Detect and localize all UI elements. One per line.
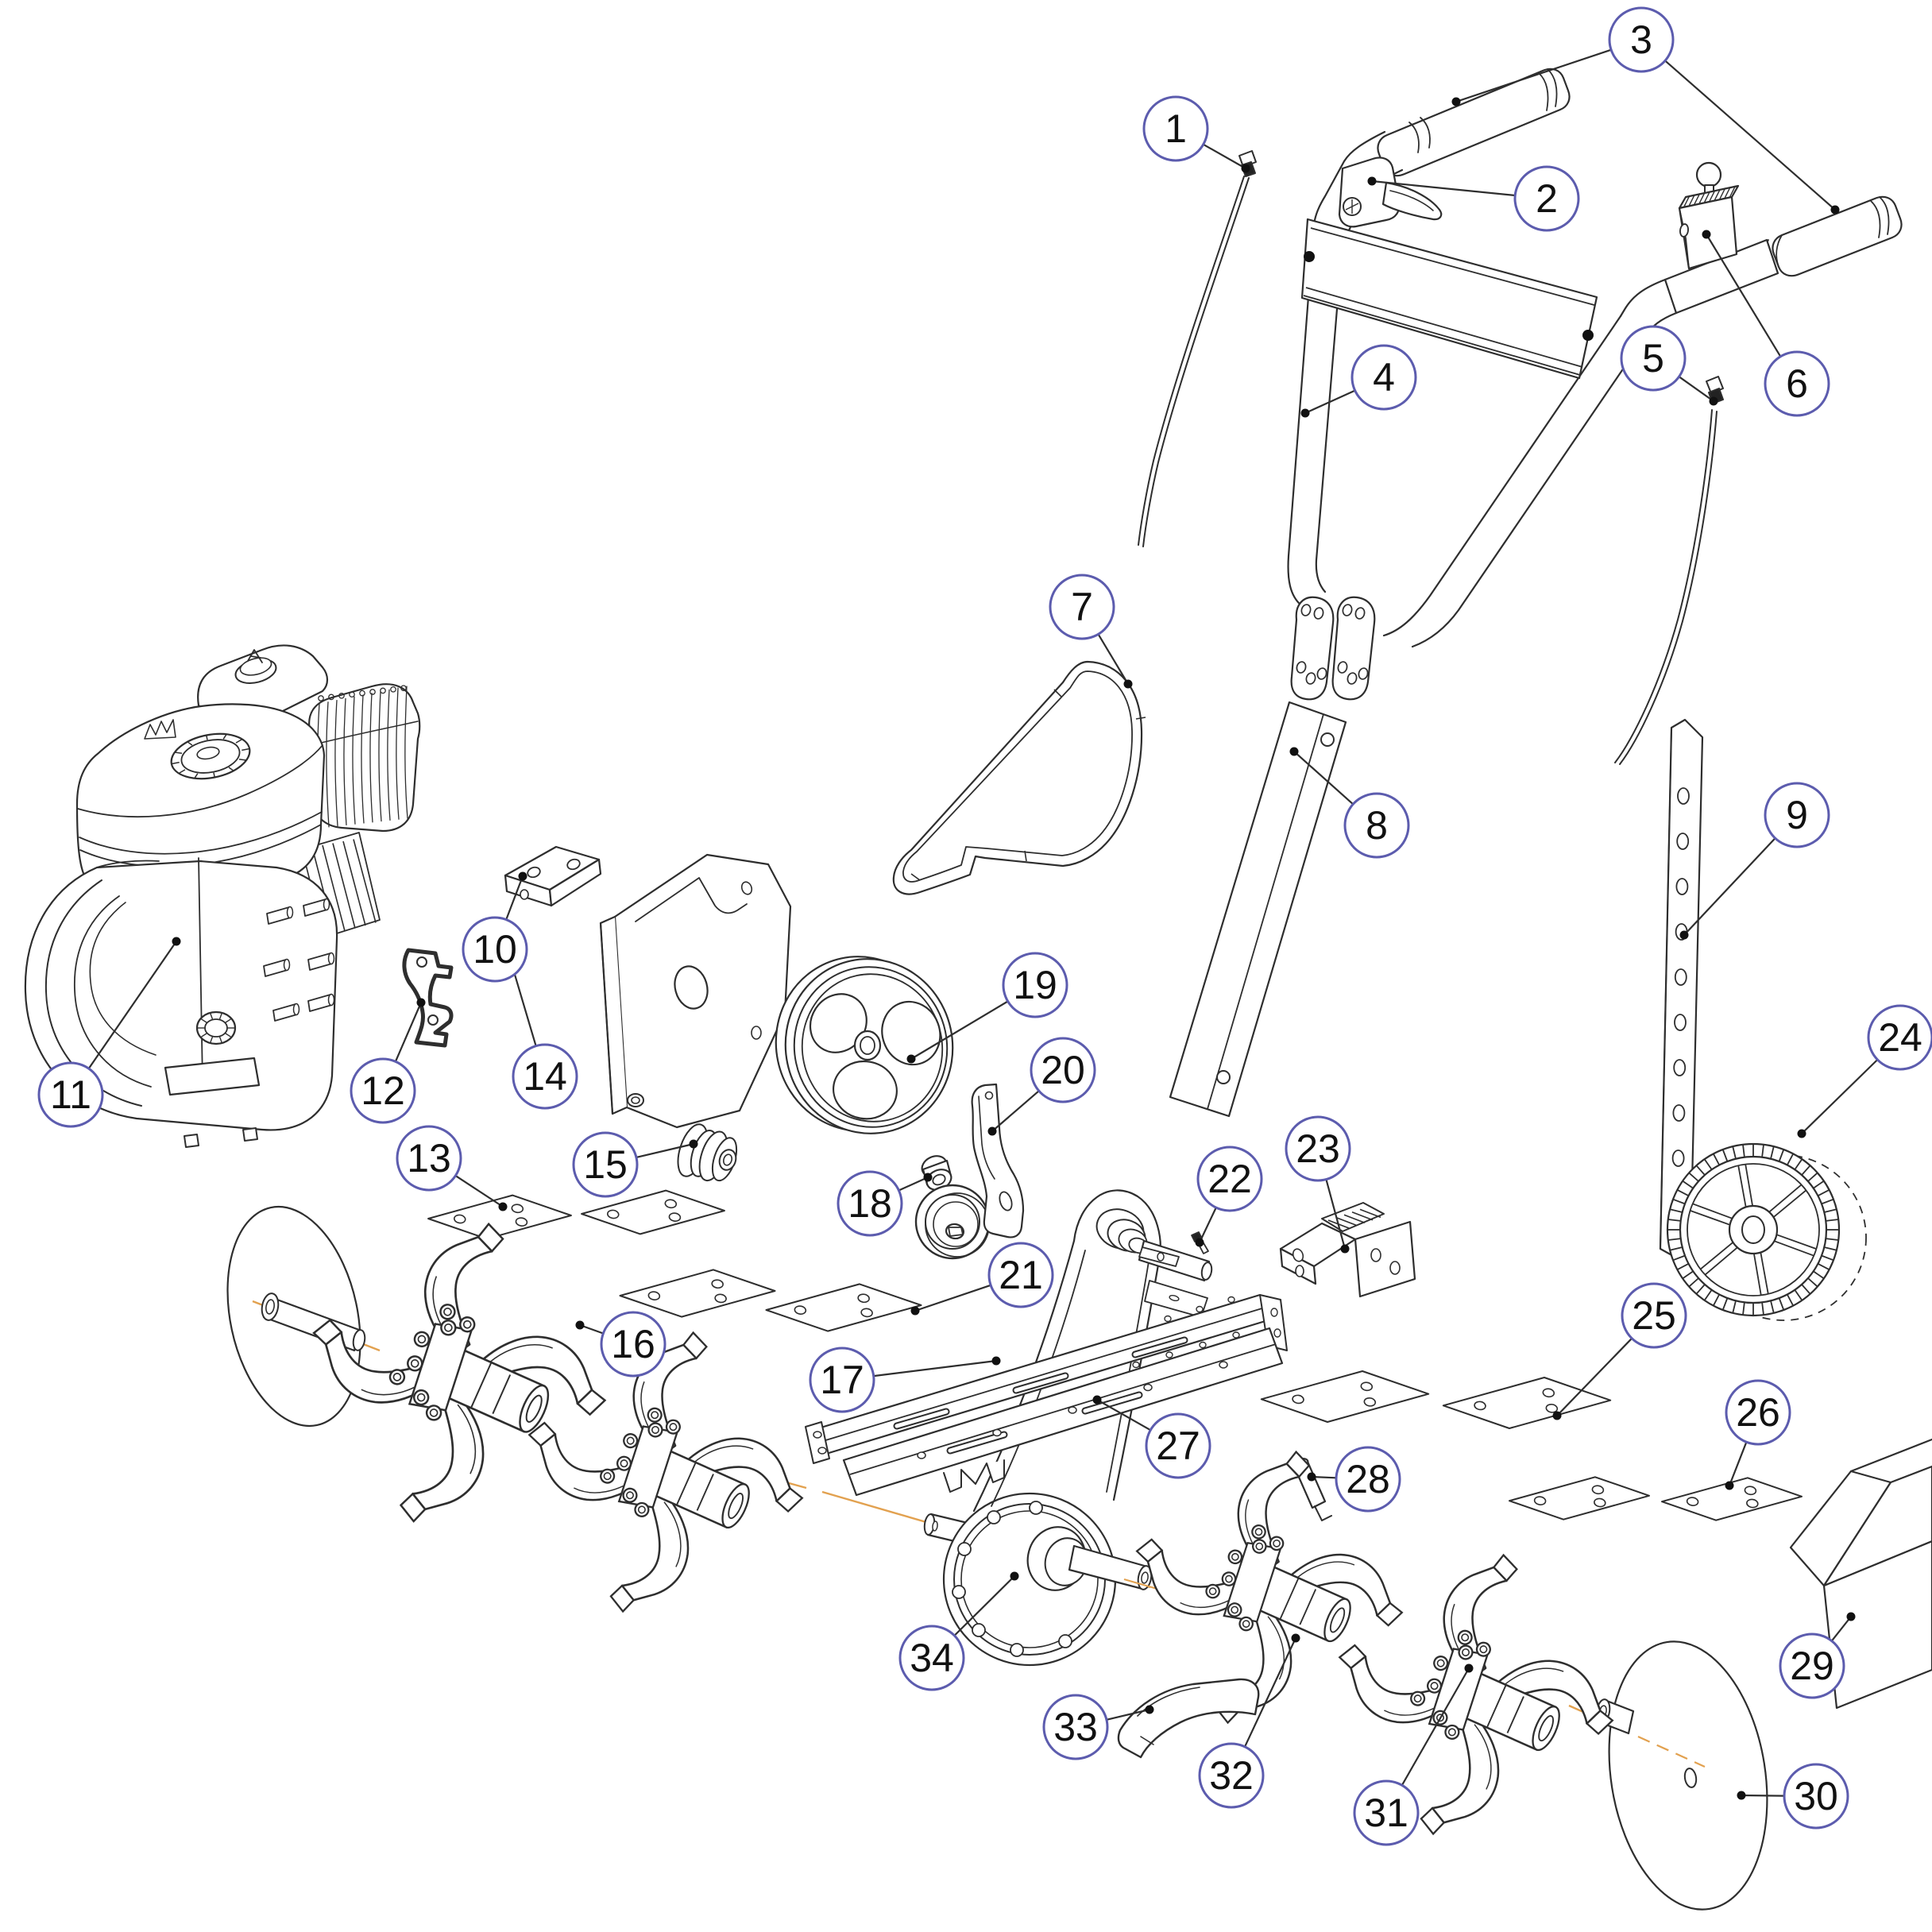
svg-text:24: 24 [1878,1015,1922,1060]
svg-text:18: 18 [848,1181,892,1226]
svg-text:13: 13 [407,1136,451,1180]
svg-text:6: 6 [1786,361,1808,406]
svg-text:23: 23 [1296,1126,1340,1171]
svg-text:33: 33 [1053,1705,1098,1749]
svg-text:12: 12 [361,1068,405,1113]
svg-text:8: 8 [1366,803,1388,848]
svg-text:7: 7 [1071,585,1093,629]
svg-text:30: 30 [1794,1774,1838,1818]
svg-text:9: 9 [1786,793,1808,837]
svg-text:10: 10 [473,927,517,972]
svg-text:22: 22 [1208,1157,1252,1201]
svg-text:5: 5 [1642,336,1664,381]
svg-text:1: 1 [1165,106,1187,151]
svg-text:21: 21 [999,1253,1043,1297]
svg-text:31: 31 [1364,1791,1408,1835]
svg-text:20: 20 [1041,1048,1085,1092]
svg-text:19: 19 [1013,963,1057,1007]
svg-text:29: 29 [1790,1644,1834,1688]
svg-text:15: 15 [583,1142,628,1187]
svg-text:16: 16 [611,1322,655,1366]
svg-text:14: 14 [523,1054,567,1099]
svg-text:28: 28 [1346,1457,1390,1501]
svg-text:25: 25 [1632,1293,1676,1338]
svg-text:2: 2 [1536,176,1558,221]
svg-text:4: 4 [1373,355,1395,400]
svg-text:11: 11 [50,1072,91,1117]
svg-text:26: 26 [1736,1390,1780,1435]
svg-text:3: 3 [1630,17,1652,62]
svg-text:34: 34 [910,1636,954,1680]
svg-text:17: 17 [820,1358,864,1402]
svg-text:27: 27 [1156,1424,1200,1468]
svg-text:32: 32 [1209,1753,1254,1798]
